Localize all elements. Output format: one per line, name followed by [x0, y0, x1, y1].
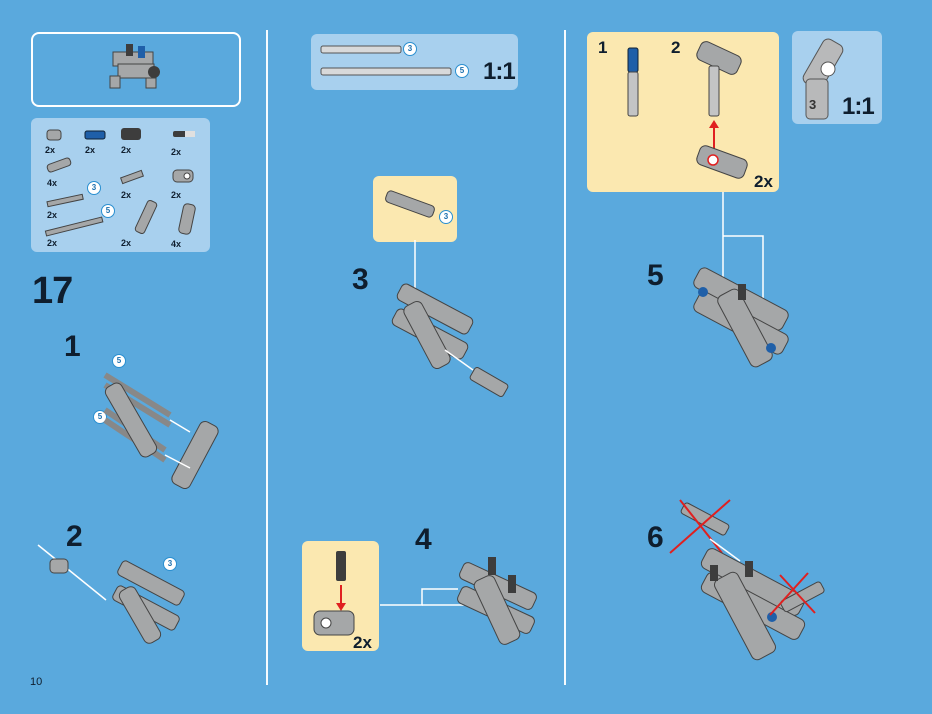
- axle-5b-icon: [44, 216, 104, 237]
- axle-5-icon: [46, 193, 84, 208]
- quantity-label: 2x: [353, 633, 372, 652]
- scale-panel-connector: 3 1:1: [792, 31, 882, 124]
- column-divider-left: [266, 30, 268, 685]
- column-divider-right: [564, 30, 566, 685]
- assembly-part-icon: [696, 41, 742, 117]
- scale-label: 1:1: [483, 58, 516, 85]
- axle-length-callout: 3: [87, 181, 101, 195]
- blue-pin-icon: [84, 130, 106, 140]
- axle-length-callout: 5: [101, 204, 115, 218]
- submodel-preview-box: [31, 32, 241, 107]
- parts-list-panel: 2x 2x 2x 2x 4x 3 2x 2x 2x 5 2x 2x 4x: [31, 118, 210, 252]
- substep-6-illustration: [669, 499, 825, 661]
- axle-callout: 5: [93, 410, 107, 424]
- substep-2-illustration: [37, 544, 185, 644]
- substep-4-illustration: [380, 557, 537, 645]
- panel-step-number: 2: [671, 38, 681, 57]
- qty-label: 2x: [121, 238, 132, 248]
- substep-5-callout-panel: 1 2 2x: [587, 32, 779, 192]
- main-step-number: 17: [32, 270, 73, 312]
- qty-label: 4x: [171, 239, 182, 249]
- substep-5-illustration: [693, 192, 789, 368]
- connector-icon: [172, 169, 194, 183]
- quantity-label: 2x: [754, 172, 773, 191]
- substep-3-callout-panel: 3: [373, 176, 457, 242]
- axle-callout: 3: [439, 210, 453, 224]
- bush-icon: [46, 129, 62, 141]
- substep-3-illustration: [391, 240, 509, 397]
- qty-label: 2x: [171, 147, 182, 157]
- submodel-preview-icon: [109, 44, 160, 89]
- qty-label: 4x: [47, 178, 58, 188]
- qty-label: 2x: [171, 190, 182, 200]
- part-length-label: 3: [809, 97, 817, 112]
- beam-l-icon: [134, 199, 158, 235]
- qty-label: 2x: [121, 190, 132, 200]
- substep-number: 5: [647, 259, 664, 292]
- substep-number: 6: [647, 521, 664, 554]
- long-pin-icon: [46, 157, 72, 173]
- axle-5-scale-icon: [320, 67, 452, 76]
- axle-callout: 5: [455, 64, 469, 78]
- substep-4-callout-panel: 2x: [302, 541, 379, 652]
- qty-label: 2x: [85, 145, 96, 155]
- angle-connector-icon: [178, 203, 196, 235]
- axle-pin-icon: [385, 190, 435, 218]
- scale-panel-axles: 3 5 1:1: [311, 34, 518, 90]
- black-pin-icon: [173, 131, 195, 137]
- black-block-icon: [121, 128, 141, 140]
- substep-number: 4: [415, 523, 432, 556]
- substep-number: 1: [64, 330, 81, 363]
- substep-number: 2: [66, 520, 83, 553]
- connector-part-icon: [696, 145, 748, 179]
- axle-callout: 3: [163, 557, 177, 571]
- scale-label: 1:1: [842, 93, 875, 120]
- qty-label: 2x: [47, 238, 58, 248]
- qty-label: 2x: [47, 210, 58, 220]
- blue-pin-part-icon: [627, 47, 639, 117]
- qty-label: 2x: [45, 145, 56, 155]
- substep-1-illustration: [103, 372, 219, 489]
- axle-3-icon: [119, 169, 145, 185]
- panel-step-number: 1: [598, 38, 608, 57]
- axle-callout: 5: [112, 354, 126, 368]
- substep-number: 3: [352, 263, 369, 296]
- page-number: 10: [30, 676, 43, 688]
- axle-callout: 3: [403, 42, 417, 56]
- pin-connector-icon: [313, 551, 355, 636]
- qty-label: 2x: [121, 145, 132, 155]
- angle-connector-scale-icon: [802, 38, 844, 120]
- axle-3-scale-icon: [320, 45, 402, 54]
